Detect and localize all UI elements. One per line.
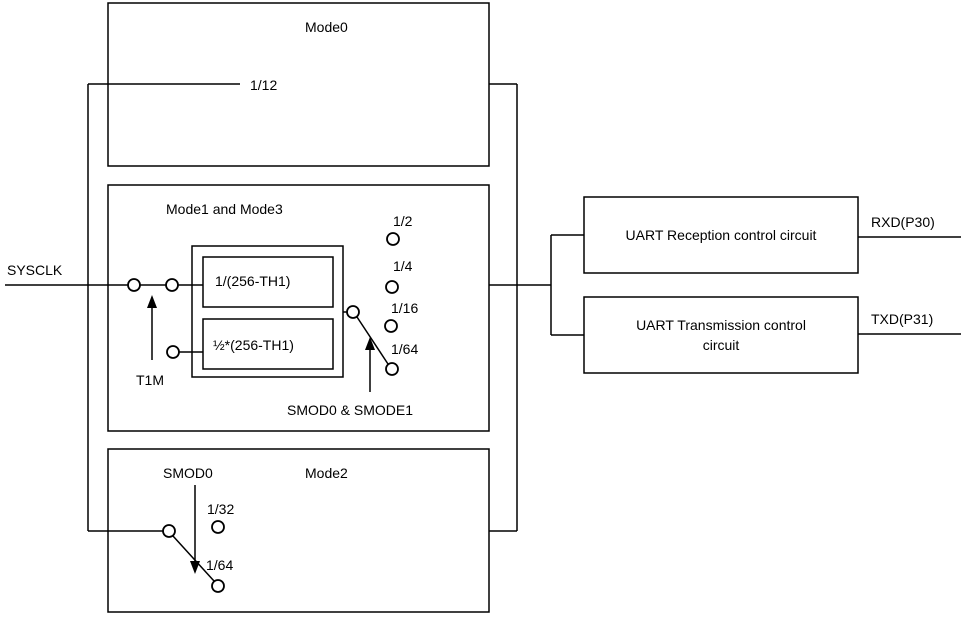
mode0-divider-label: 1/12 [250,77,277,93]
t1m-label: T1M [136,372,164,388]
mode2-tap-node [211,579,225,593]
mode13-tap-node [385,280,399,294]
divider-half-256-th1-label: ½*(256-TH1) [213,337,294,353]
mode13-tap-label: 1/16 [391,300,418,316]
mode0-title: Mode0 [305,19,348,35]
mode13-switch-arm [356,316,389,365]
t1m-switch-contact-b [166,345,180,359]
mode2-tap-label: 1/32 [207,501,234,517]
mode2-title: Mode2 [305,465,348,481]
reload-divider-box [191,245,344,378]
divider-256-th1-box [202,256,334,308]
t1m-switch-contact-a [165,278,179,292]
mode13-tap-node [385,362,399,376]
mode2-switch-pivot [162,524,176,538]
mode13-tap-label: 1/2 [393,213,413,229]
uart-transmission-block [583,296,859,374]
uart-reception-block [583,196,859,274]
mode13-tap-label: 1/64 [391,341,418,357]
smod0-smode1-arrowhead [365,337,375,350]
uart-transmission-label-line1: UART Transmission control [636,317,806,333]
sysclk-label: SYSCLK [7,262,63,278]
mode2-tap-node [211,520,225,534]
smod0-label: SMOD0 [163,465,213,481]
mode13-switch-pivot [346,305,360,319]
mode2-tap-label: 1/64 [206,557,233,573]
mode13-tap-node [384,319,398,333]
rxd-pin-label: RXD(P30) [871,214,935,230]
smod0-arrowhead [190,561,200,574]
divider-half-256-th1-box [202,318,334,370]
mode1-mode3-title: Mode1 and Mode3 [166,201,283,217]
txd-pin-label: TXD(P31) [871,311,933,327]
smod0-smode1-label: SMOD0 & SMODE1 [287,402,413,418]
mode13-tap-label: 1/4 [393,258,413,274]
t1m-switch-pivot [127,278,141,292]
mode13-tap-node [386,232,400,246]
uart-reception-label: UART Reception control circuit [626,227,817,243]
t1m-arrowhead [147,295,157,308]
uart-transmission-label-line2: circuit [703,337,740,353]
mode1-mode3-block [107,184,490,432]
mode2-switch-arm [172,535,215,582]
divider-256-th1-label: 1/(256-TH1) [215,273,290,289]
